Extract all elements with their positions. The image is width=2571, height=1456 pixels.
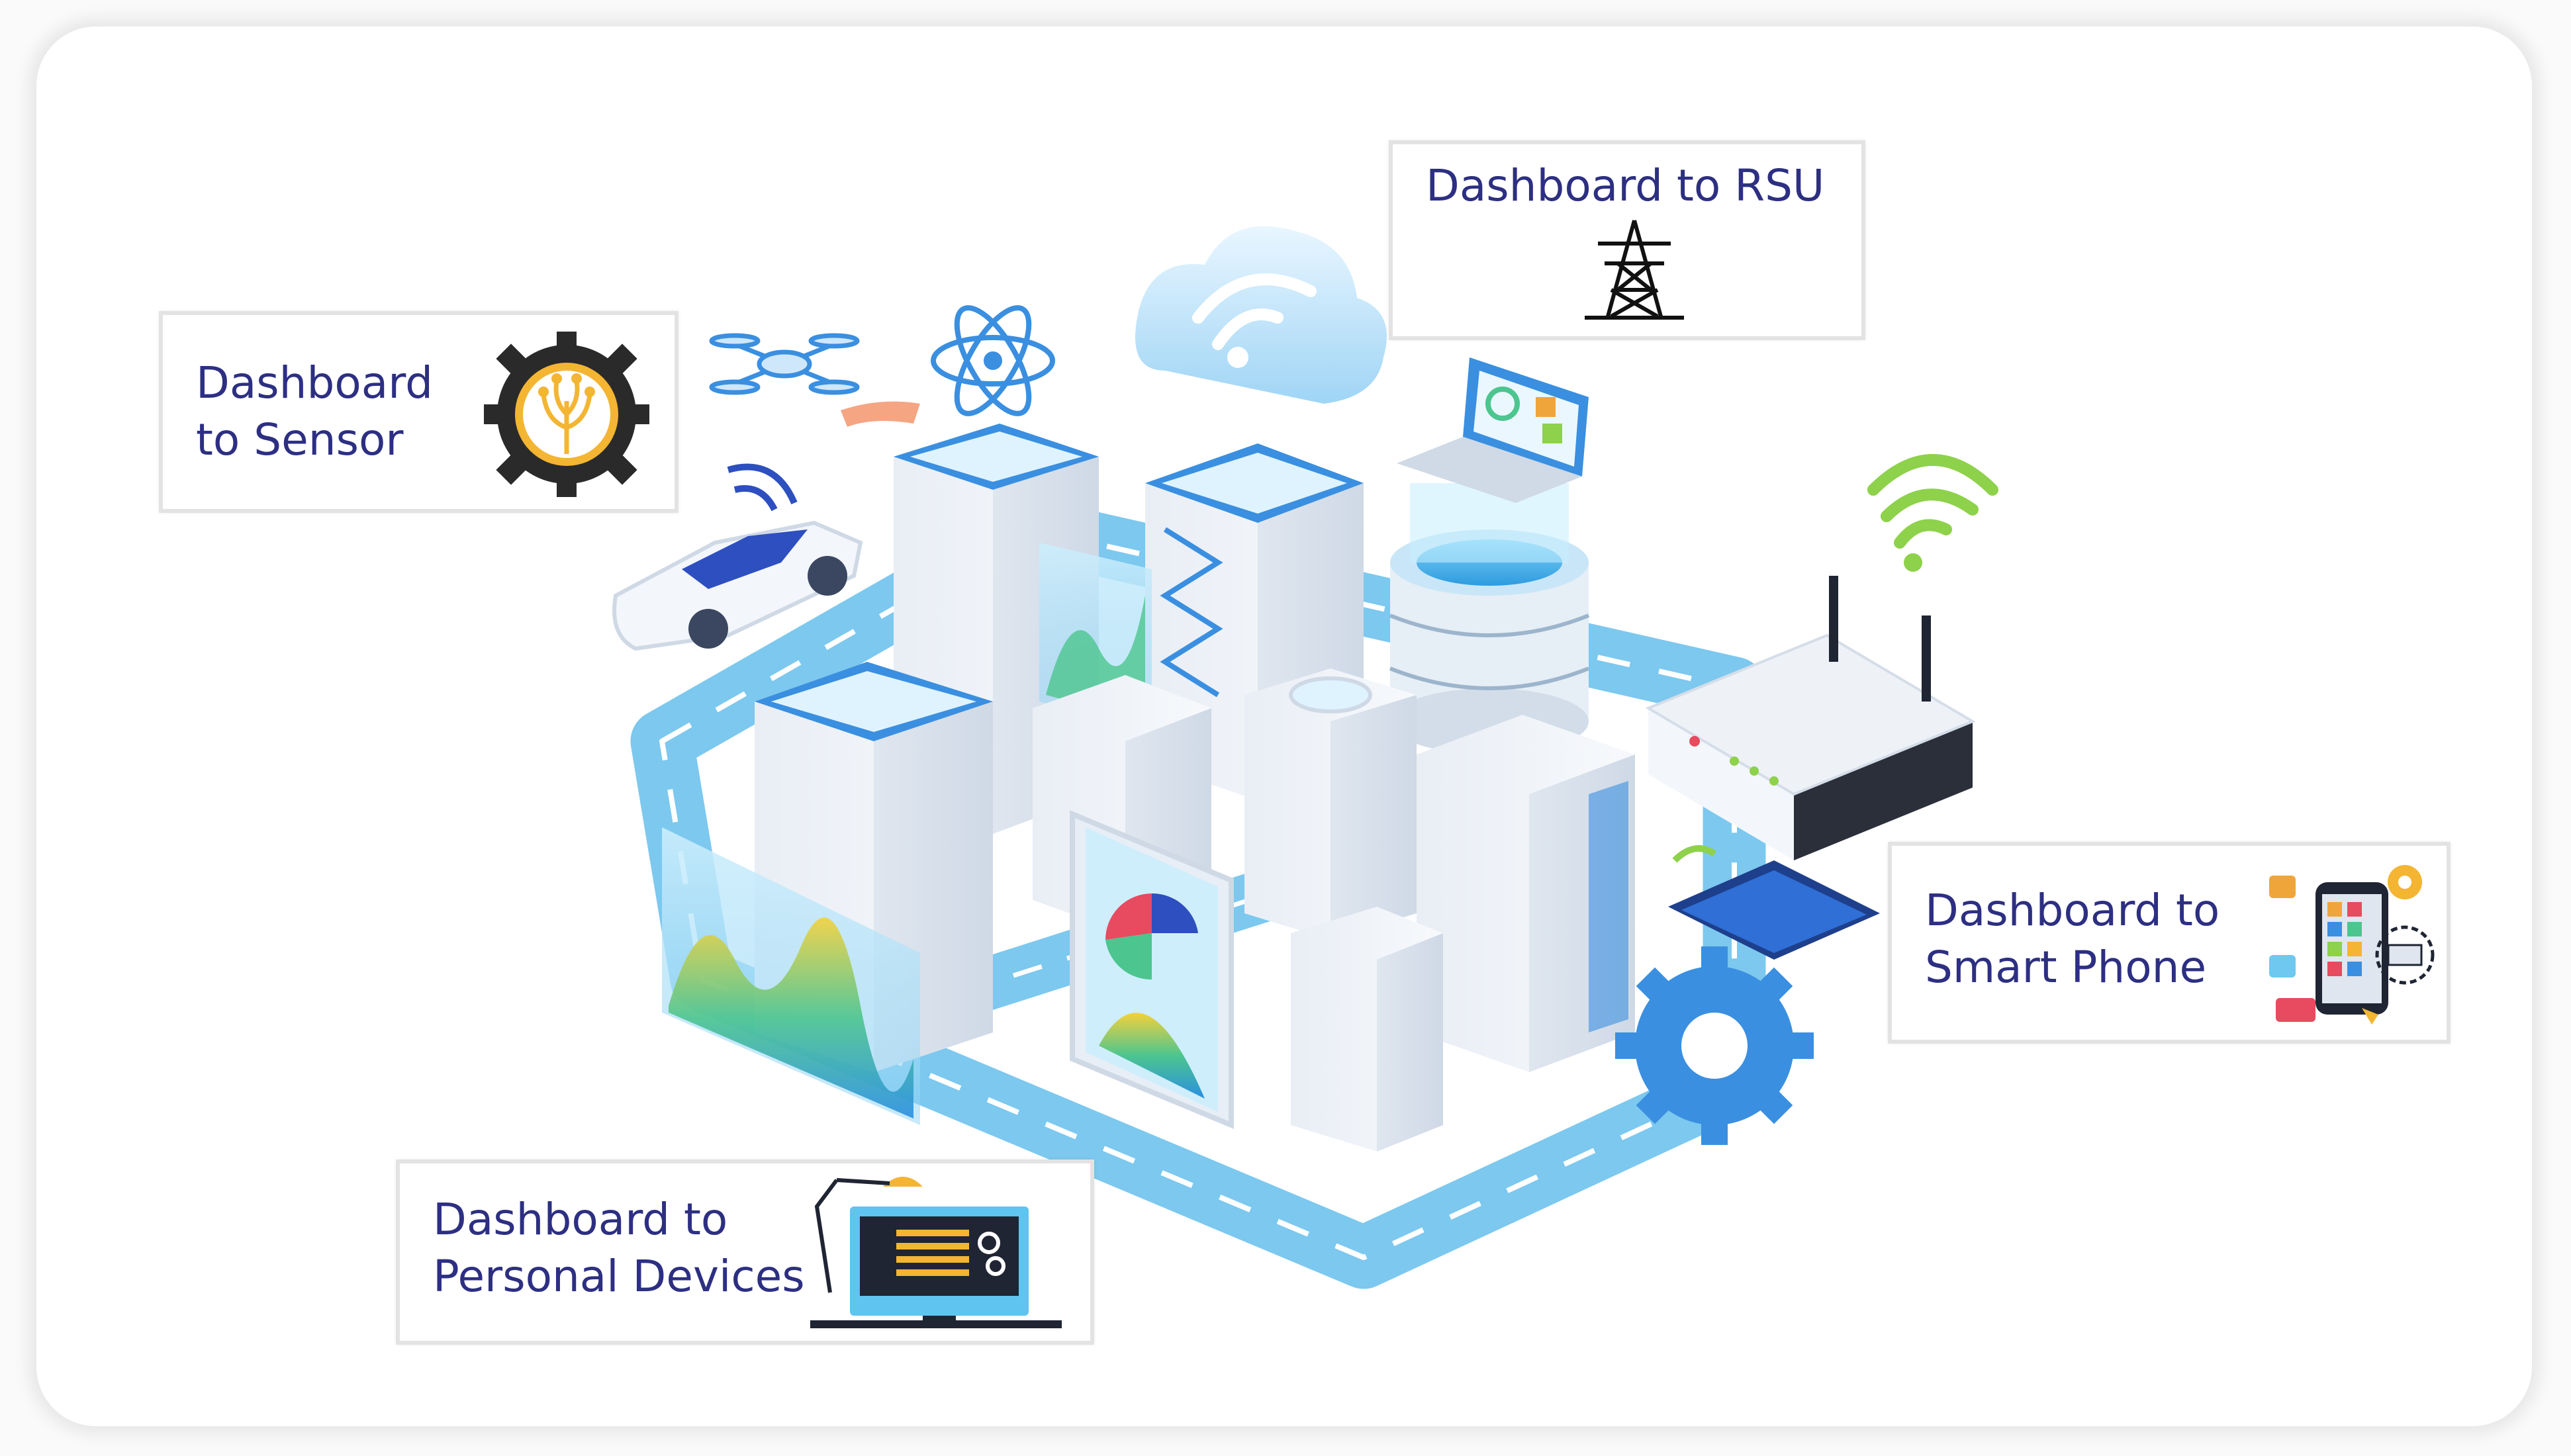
building [1417, 715, 1635, 1072]
personal-devices-label-line2: Personal Devices [433, 1251, 805, 1302]
sensor-label-line2: to Sensor [196, 414, 404, 465]
smartphone-label-box: Dashboard to Smart Phone [1888, 842, 2451, 1044]
tablet-chart [1070, 810, 1234, 1129]
rsu-label: Dashboard to RSU [1426, 160, 1825, 211]
laptop-icon [1397, 357, 1589, 503]
drone-icon [709, 333, 920, 427]
smartphone-apps-icon [2269, 865, 2435, 1024]
cloud-icon [1135, 226, 1387, 404]
atom-icon [931, 305, 1055, 416]
building [1291, 907, 1443, 1152]
transmission-tower-icon [1585, 220, 1684, 320]
gear-icon [1615, 946, 1814, 1145]
desktop-monitor-icon [810, 1177, 1062, 1328]
smartphone-label-line1: Dashboard to [1925, 885, 2220, 936]
gear-circuit-icon [484, 332, 649, 497]
router-icon [1645, 576, 1976, 860]
sensor-label-line1: Dashboard [196, 357, 434, 408]
car-icon [612, 463, 863, 651]
phone-card-icon [1668, 845, 1880, 960]
smartphone-label-line2: Smart Phone [1925, 942, 2207, 993]
glass-chart [662, 827, 920, 1125]
sensor-label-box: Dashboard to Sensor [159, 311, 678, 513]
rsu-label-box: Dashboard to RSU [1389, 140, 1865, 340]
wifi-signal-icon [1867, 454, 1998, 572]
personal-devices-label-line1: Dashboard to [433, 1194, 728, 1245]
building [1244, 668, 1417, 940]
personal-devices-label-box: Dashboard to Personal Devices [396, 1160, 1094, 1345]
database-icon [1389, 483, 1590, 754]
